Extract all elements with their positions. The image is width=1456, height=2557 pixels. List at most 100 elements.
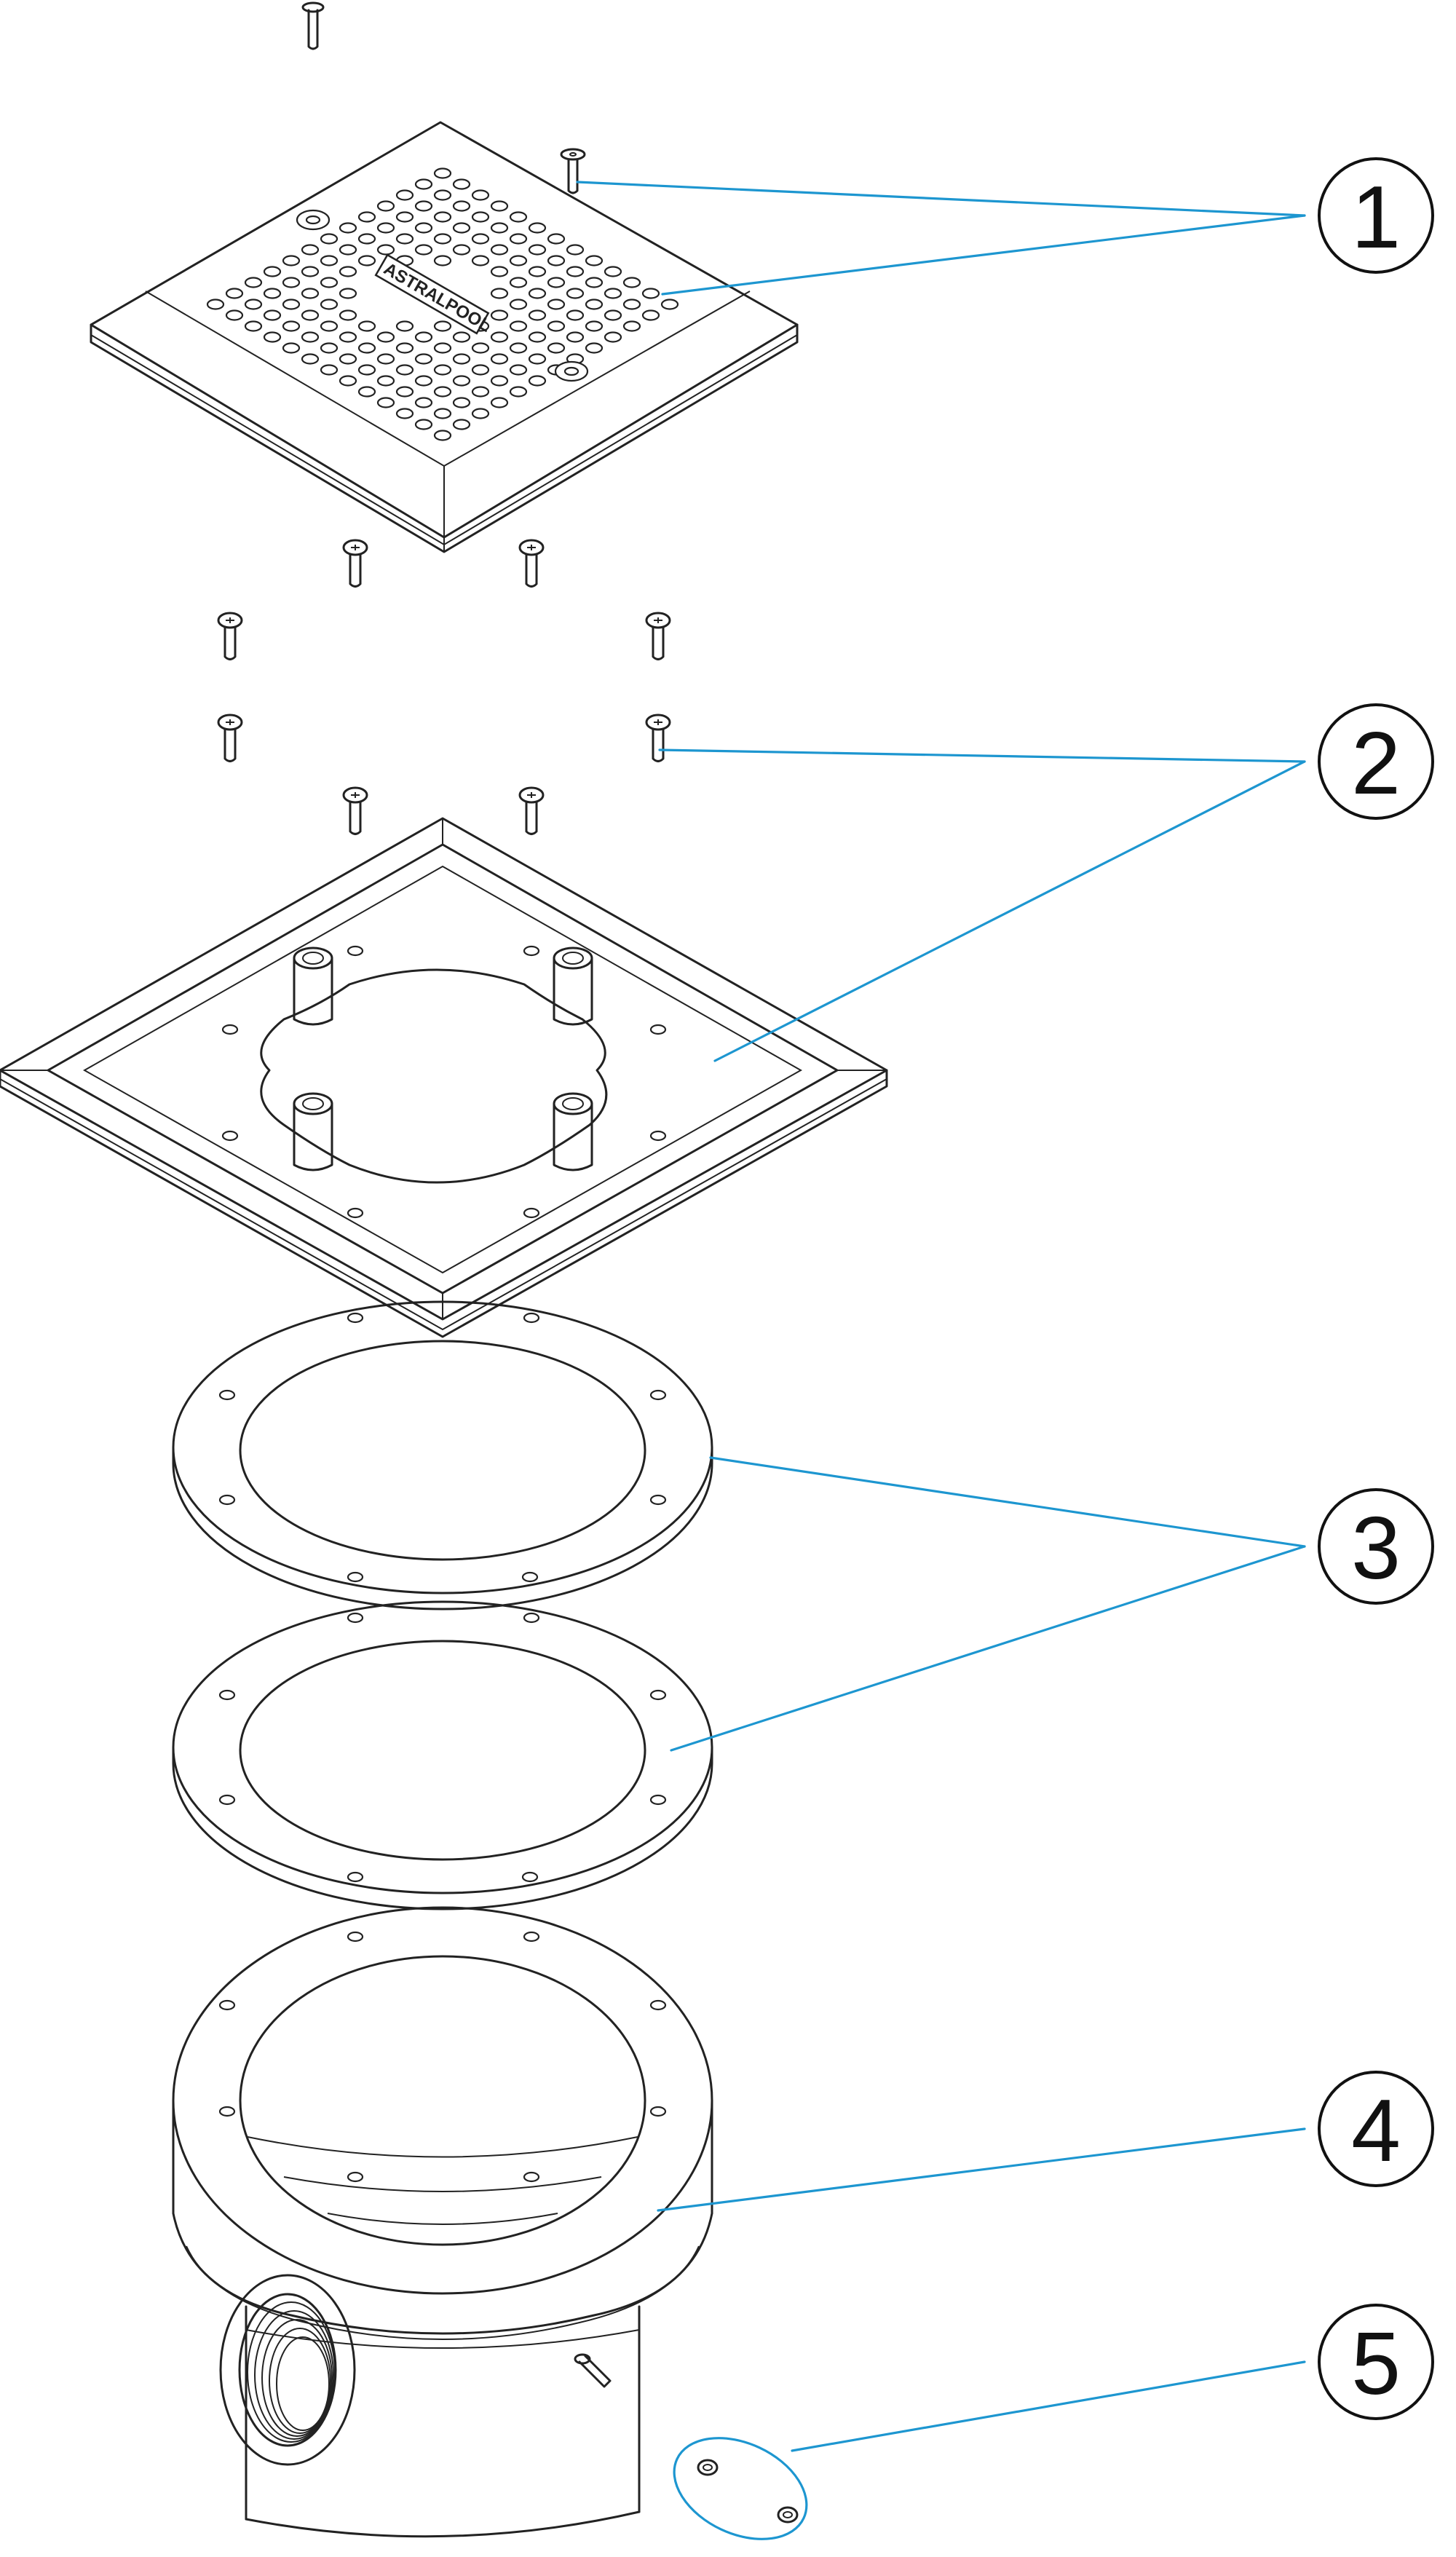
callout-3-number: 3 — [1351, 1498, 1401, 1597]
grate-hole — [395, 320, 414, 332]
grate-hole — [320, 255, 339, 266]
grate-hole — [585, 342, 604, 354]
grate-hole — [301, 331, 320, 343]
grate-hole — [263, 266, 282, 277]
frame-hole — [649, 1130, 667, 1142]
grate-hole — [339, 244, 357, 256]
grate-hole — [301, 288, 320, 299]
frame-screws — [217, 539, 671, 835]
grate-hole — [622, 277, 641, 288]
grate-hole — [490, 309, 509, 321]
gasket-1 — [172, 1300, 713, 1611]
grate-hole — [301, 244, 320, 256]
grate-hole — [339, 222, 357, 234]
gasket-hole — [649, 1794, 667, 1806]
body-flange-holes — [218, 1931, 667, 2183]
grate-hole — [320, 299, 339, 310]
grate-hole — [452, 244, 471, 256]
grate-hole — [320, 342, 339, 354]
grate-hole — [471, 189, 490, 201]
grate-hole — [547, 233, 566, 245]
grate-hole — [395, 342, 414, 354]
square-frame-part — [0, 817, 888, 1338]
grate-hole — [490, 266, 509, 277]
grate-hole — [528, 288, 547, 299]
grate-hole — [376, 375, 395, 387]
grate-hole — [376, 200, 395, 212]
grate-hole — [452, 178, 471, 190]
grate-hole — [414, 375, 433, 387]
grate-hole — [433, 320, 452, 332]
grate-hole — [509, 320, 528, 332]
grate-hole — [433, 189, 452, 201]
frame-hole — [347, 945, 364, 957]
grate-hole — [490, 244, 509, 256]
grate-hole — [509, 233, 528, 245]
frame-post — [293, 946, 333, 1026]
frame-screw — [217, 714, 243, 762]
fitting-nut-1 — [697, 2459, 719, 2476]
grate-hole — [433, 233, 452, 245]
grate-hole — [225, 309, 244, 321]
grate-hole — [376, 244, 395, 256]
grate-hole — [604, 266, 622, 277]
grate-hole — [414, 331, 433, 343]
grate-hole — [547, 299, 566, 310]
gasket-hole — [218, 1794, 236, 1806]
grate-hole — [433, 430, 452, 441]
gasket-hole — [218, 1689, 236, 1701]
body-flange-hole — [347, 1931, 364, 1943]
frame-post — [553, 946, 593, 1026]
grate-hole — [376, 222, 395, 234]
grate-hole — [547, 342, 566, 354]
grate-hole — [433, 342, 452, 354]
frame-hole — [221, 1130, 239, 1142]
grate-hole — [433, 211, 452, 223]
grate-hole — [509, 342, 528, 354]
gasket-hole — [649, 1389, 667, 1401]
grate-hole — [490, 288, 509, 299]
grate-hole — [622, 320, 641, 332]
grate-hole — [282, 255, 301, 266]
callout-5: 5 — [1318, 2304, 1434, 2420]
gasket-hole — [347, 1871, 364, 1883]
grate-hole — [357, 386, 376, 398]
grate-hole — [357, 320, 376, 332]
grate-hole — [585, 299, 604, 310]
grate-hole — [509, 364, 528, 376]
grate-hole — [376, 397, 395, 408]
grate-hole — [566, 331, 585, 343]
grate-hole — [357, 255, 376, 266]
grate-hole — [320, 320, 339, 332]
grate-hole — [471, 233, 490, 245]
gasket-hole — [347, 1571, 364, 1583]
grate-hole — [433, 255, 452, 266]
callout-4-number: 4 — [1351, 2081, 1401, 2180]
grate-screw-corner — [560, 148, 586, 194]
gasket-2 — [172, 1600, 713, 1910]
grate-hole — [641, 309, 660, 321]
frame-hole — [649, 1024, 667, 1035]
frame-screw — [518, 539, 545, 588]
grate-hole — [528, 222, 547, 234]
grate-hole — [490, 222, 509, 234]
grate-hole — [244, 320, 263, 332]
frame-screw — [645, 612, 671, 660]
grate-hole — [452, 419, 471, 430]
grate-hole — [604, 288, 622, 299]
callout-4: 4 — [1318, 2071, 1434, 2187]
grate-hole — [471, 255, 490, 266]
grate-hole — [376, 353, 395, 365]
gasket-hole — [521, 1571, 539, 1583]
frame-center-opening — [260, 968, 608, 1184]
grate-hole — [301, 353, 320, 365]
body-flange-hole — [649, 1999, 667, 2011]
leader-lines — [576, 181, 1306, 2452]
callout-2-number: 2 — [1351, 714, 1401, 813]
grate-hole — [357, 233, 376, 245]
grate-hole — [471, 342, 490, 354]
grate-hole — [471, 364, 490, 376]
grate-hole — [206, 299, 225, 310]
callout-5-number: 5 — [1351, 2314, 1401, 2413]
